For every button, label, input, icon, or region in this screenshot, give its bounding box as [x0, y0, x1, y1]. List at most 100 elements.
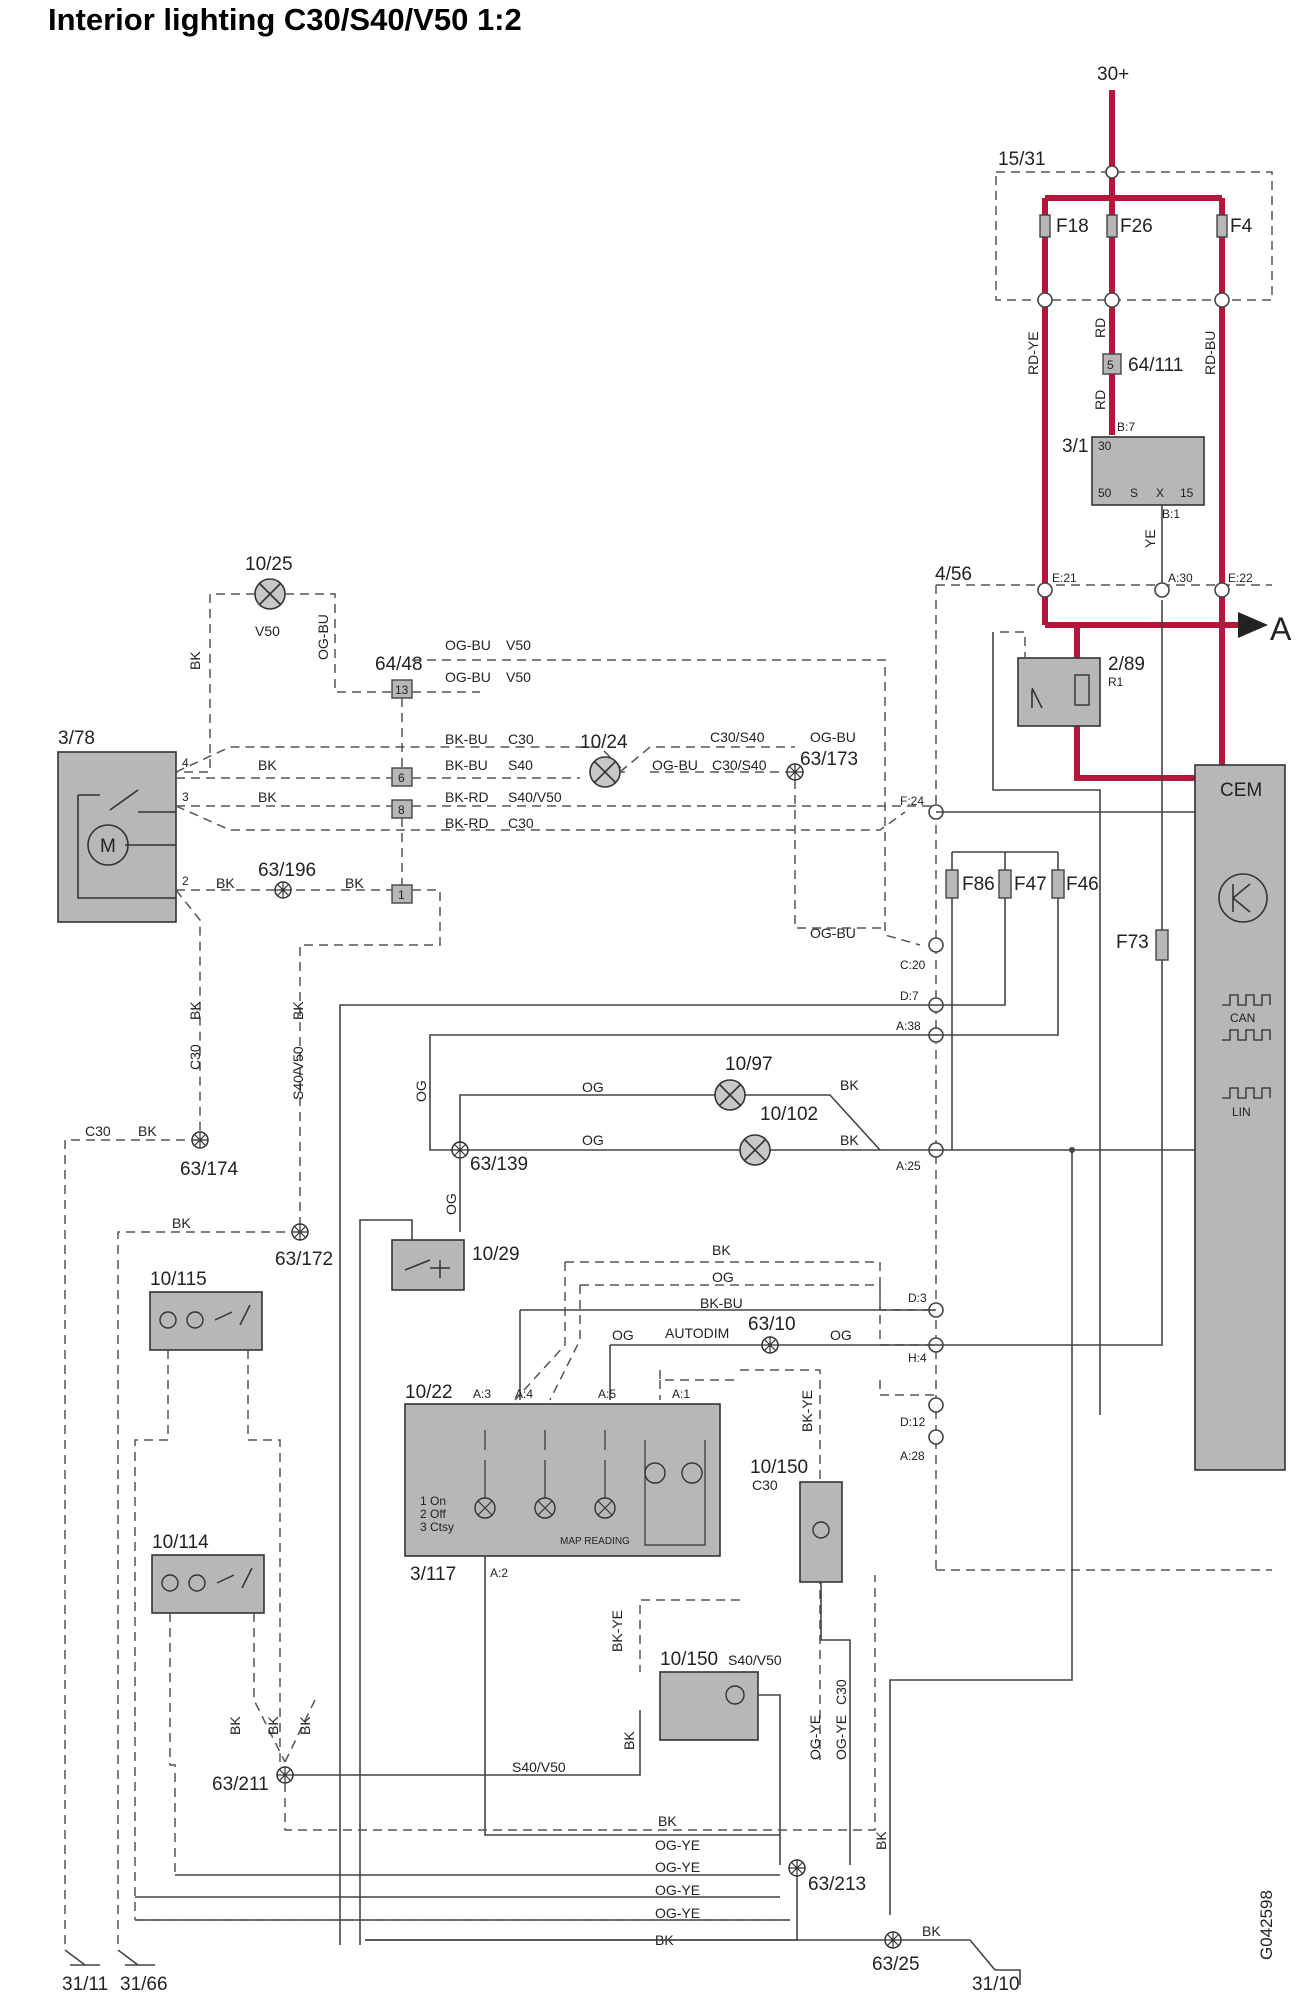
s40v50-211-label: S40/V50	[512, 1759, 566, 1775]
rd-ye-label: RD-YE	[1025, 331, 1041, 375]
bk-v2-label: BK	[290, 1001, 306, 1020]
f4-label: F4	[1230, 216, 1253, 237]
motor-pin-3: 3	[182, 790, 189, 804]
supply-node	[1105, 165, 1119, 179]
switch-10-29-icon	[404, 1259, 450, 1278]
s40-a-label: S40	[508, 757, 533, 773]
lin-label: LIN	[1232, 1105, 1251, 1119]
fuse-f18	[1039, 214, 1051, 238]
lamp-10-114	[151, 1554, 265, 1614]
pin-e22: E:22	[1228, 571, 1253, 585]
og-h4b-label: OG	[830, 1327, 852, 1343]
lamp-10-24-label: 10/24	[580, 732, 628, 753]
rd-bu-label: RD-BU	[1202, 331, 1218, 375]
bk-v25-label: BK	[873, 1831, 889, 1850]
can-icon: CAN	[1222, 994, 1271, 1041]
og-ye-v1-label: OG-YE	[807, 1715, 823, 1760]
lamp-10-115-label: 10/115	[150, 1269, 207, 1290]
motor-pin-4: 4	[182, 756, 189, 770]
console-10-22	[404, 1403, 721, 1557]
splice-64-111-label: 64/111	[1128, 355, 1183, 376]
ground-31-66-symbol	[117, 1949, 155, 1966]
og-1097-label: OG	[582, 1079, 604, 1095]
fuse-f46	[1051, 869, 1065, 899]
gnd-63-139-label: 63/139	[470, 1154, 528, 1175]
c30-a-label: C30	[508, 731, 534, 747]
motor-module-label: 3/78	[58, 728, 95, 749]
fuse-f47	[998, 869, 1012, 899]
bk-3-label: BK	[258, 789, 277, 805]
bk-25-label: BK	[922, 1923, 941, 1939]
bk-bu-c30-label: BK-BU	[445, 731, 488, 747]
gnd-63-211-label: 63/211	[212, 1774, 269, 1795]
power-wires	[1042, 90, 1240, 781]
bk-s40-label: BK	[621, 1731, 637, 1750]
ye-label: YE	[1142, 529, 1158, 548]
motor-pin-2: 2	[182, 874, 189, 888]
relay-ground-wire	[1000, 631, 1026, 658]
gnd-63-25-label: 63/25	[872, 1954, 920, 1975]
fuse-box-label: 15/31	[998, 149, 1046, 170]
bk-ye-s-label: BK-YE	[609, 1610, 625, 1652]
og-bu-v50-b-label: OG-BU	[445, 669, 491, 685]
lamp-10-25-variant: V50	[255, 623, 280, 639]
pin-50: 50	[1098, 486, 1112, 500]
conn-pin-6: 6	[398, 771, 405, 785]
og-bu-b-label: OG-BU	[652, 757, 698, 773]
gnd-63-213-label: 63/213	[808, 1874, 866, 1895]
rd-label-2: RD	[1092, 390, 1108, 410]
bk-10102-label: BK	[840, 1132, 859, 1148]
fuse-box-outline	[995, 171, 1273, 301]
bk-211c-label: BK	[297, 1716, 313, 1735]
motor-module-3-78	[57, 751, 177, 923]
v50-a-label: V50	[506, 637, 531, 653]
og-10102-label: OG	[582, 1132, 604, 1148]
pin-d7: D:7	[900, 989, 919, 1003]
bk-2a-label: BK	[216, 875, 235, 891]
pin-a5: A:5	[598, 1387, 616, 1401]
bk-h-label: BK	[138, 1123, 157, 1139]
gnd-63-173-label: 63/173	[800, 749, 858, 770]
lamp-10-150-c30	[799, 1481, 843, 1583]
ground-63-213	[788, 1859, 806, 1877]
f73-label: F73	[1116, 932, 1149, 953]
page-title: Interior lighting C30/S40/V50 1:2	[48, 2, 522, 37]
bk-211b-label: BK	[265, 1716, 281, 1735]
f47-label: F47	[1014, 874, 1047, 895]
ground-31-11-label: 31/11	[62, 1974, 108, 1995]
console-3-117-label: 3/117	[410, 1564, 456, 1585]
can-label: CAN	[1230, 1011, 1255, 1025]
c30-v1-label: C30	[187, 1044, 203, 1070]
s40v50-v2-label: S40/V50	[290, 1046, 306, 1100]
bk-b1-label: BK	[658, 1813, 677, 1829]
pin-a3: A:3	[473, 1387, 491, 1401]
ground-63-25	[884, 1931, 902, 1949]
ground-31-66-label: 31/66	[120, 1974, 168, 1995]
conn-pin-13: 13	[395, 683, 409, 697]
relay-r1-label: R1	[1108, 675, 1124, 689]
conn-pin-8: 8	[398, 803, 405, 817]
relay-label: 2/89	[1108, 654, 1145, 675]
pin-d12: D:12	[900, 1415, 926, 1429]
gnd-63-196-label: 63/196	[258, 860, 316, 881]
relay-2-89	[1017, 657, 1101, 727]
c30-v3-label: C30	[833, 1679, 849, 1705]
c30-s40-a-label: C30/S40	[710, 729, 765, 745]
gnd-63-172-label: 63/172	[275, 1249, 333, 1270]
og-h4a-label: OG	[612, 1327, 634, 1343]
switch-10-29-label: 10/29	[472, 1244, 520, 1265]
cem-module	[1194, 764, 1286, 1471]
ground-63-10	[761, 1336, 779, 1354]
og-ye-b2-label: OG-YE	[655, 1859, 700, 1875]
pin-b7: B:7	[1117, 420, 1135, 434]
og-ye-b1-label: OG-YE	[655, 1837, 700, 1853]
ground-63-196	[274, 881, 292, 899]
lamp-10-102-icon	[743, 1138, 767, 1162]
connector-64-48-label: 64/48	[375, 654, 423, 675]
lamp-10-150-s40-label: 10/150	[660, 1649, 718, 1670]
lamp-10-25-icon	[258, 582, 282, 606]
og-v-label: OG	[413, 1080, 429, 1102]
f86-label: F86	[962, 874, 995, 895]
pin-a30: A:30	[1168, 571, 1193, 585]
fuse-f73	[1155, 929, 1169, 961]
